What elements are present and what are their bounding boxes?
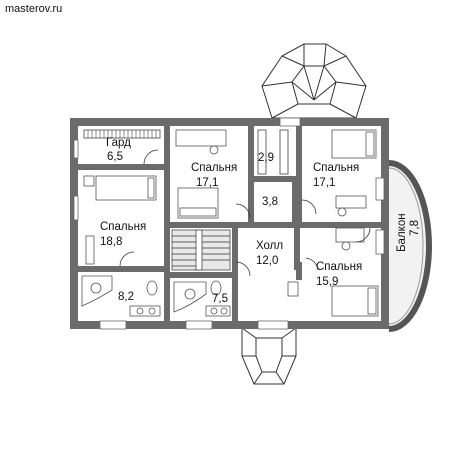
door-swings bbox=[119, 149, 371, 277]
room-area-bath-sw: 8,2 bbox=[118, 291, 134, 303]
toilet-icon bbox=[210, 280, 222, 296]
balcony-name: Балкон bbox=[396, 213, 408, 252]
room-area-bedroom-nc: 17,1 bbox=[196, 177, 218, 189]
interior-walls bbox=[78, 126, 381, 321]
room-area-bath-c: 3,8 bbox=[262, 196, 278, 208]
room-name-bedroom-nc: Спальня bbox=[191, 162, 237, 174]
balcony bbox=[388, 160, 432, 332]
staircase bbox=[171, 229, 231, 271]
room-name-bedroom-ne: Спальня bbox=[313, 162, 359, 174]
bed-icon bbox=[95, 175, 157, 201]
room-area-closet: 2,9 bbox=[258, 152, 274, 164]
windows bbox=[73, 117, 385, 330]
room-area-gard: 6,5 bbox=[107, 151, 123, 163]
room-area-hall: 12,0 bbox=[256, 255, 278, 267]
site-label: masterov.ru bbox=[5, 3, 62, 15]
roof-canopy-south bbox=[241, 327, 297, 385]
room-area-bedroom-se: 15,9 bbox=[316, 276, 338, 288]
balcony-area: 7,8 bbox=[409, 220, 421, 236]
room-name-bedroom-w: Спальня bbox=[100, 221, 146, 233]
room-name-bedroom-se: Спальня bbox=[316, 261, 362, 273]
room-area-bedroom-w: 18,8 bbox=[100, 236, 122, 248]
room-area-bedroom-ne: 17,1 bbox=[313, 177, 335, 189]
room-name-hall: Холл bbox=[256, 240, 283, 252]
furniture bbox=[81, 129, 379, 317]
roof-canopy-north bbox=[261, 43, 367, 119]
room-area-bath-sc: 7,5 bbox=[212, 293, 228, 305]
room-labels: Гард 6,5 Спальня 17,1 2,9 Спальня 17,1 3… bbox=[100, 137, 421, 305]
room-name-gard: Гард bbox=[106, 137, 131, 149]
toilet-icon bbox=[146, 280, 158, 296]
garderobe-shelf bbox=[83, 129, 289, 175]
